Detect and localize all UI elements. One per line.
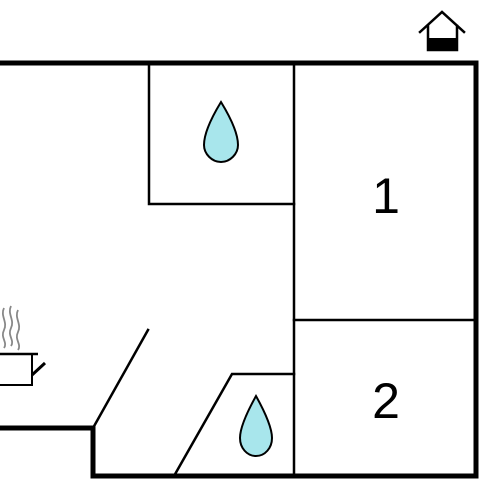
exterior-walls <box>0 60 479 479</box>
room-number-2: 2 <box>372 373 400 429</box>
cooking-pot-icon <box>0 305 47 386</box>
floor-fill <box>428 38 457 50</box>
house-floor-icon <box>418 10 466 52</box>
hall-partition <box>91 328 150 430</box>
bedroom-1: 1 <box>372 168 400 224</box>
bedroom-2: 2 <box>372 373 400 429</box>
water-drop-icon <box>238 393 274 458</box>
room-number-1: 1 <box>372 168 400 224</box>
bathroom-lower <box>172 372 296 478</box>
water-drop-icon <box>202 100 240 164</box>
bathroom-upper <box>147 61 296 206</box>
